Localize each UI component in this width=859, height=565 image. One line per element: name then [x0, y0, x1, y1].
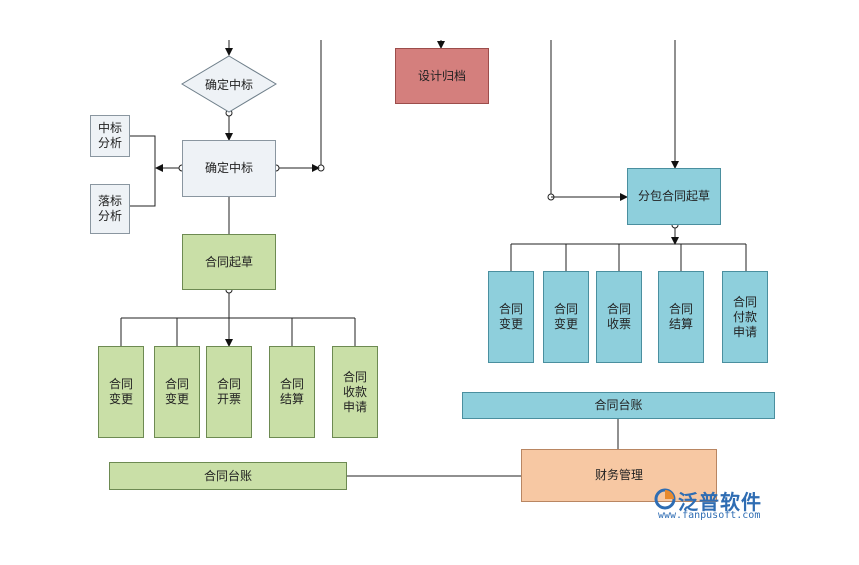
decision-label: 确定中标 — [204, 77, 253, 92]
left-child-3: 合同 开票 — [206, 346, 252, 438]
brand-watermark: 泛普软件 www.fanpusoft.com — [654, 486, 784, 526]
right-child-2: 合同 变更 — [543, 271, 589, 363]
right-child-3: 合同 收票 — [596, 271, 642, 363]
left-child-1: 合同 变更 — [98, 346, 144, 438]
bracket-analysis — [130, 135, 156, 207]
left-child-2: 合同 变更 — [154, 346, 200, 438]
confirm-bid-box: 确定中标 — [182, 140, 276, 197]
contract-draft-box: 合同起草 — [182, 234, 276, 290]
design-archive-box: 设计归档 — [395, 48, 489, 104]
left-child-5: 合同 收款 申请 — [332, 346, 378, 438]
brand-name: 泛普软件 — [678, 490, 762, 514]
finance-management-box: 财务管理 — [521, 449, 717, 502]
right-child-5: 合同 付款 申请 — [722, 271, 768, 363]
bid-win-analysis-box: 中标 分析 — [90, 115, 130, 157]
brand-logo-icon — [654, 488, 676, 510]
subcontract-draft-box: 分包合同起草 — [627, 168, 721, 225]
right-contract-ledger: 合同台账 — [462, 392, 775, 419]
brand-url: www.fanpusoft.com — [658, 510, 761, 521]
left-contract-ledger: 合同台账 — [109, 462, 347, 490]
left-child-4: 合同 结算 — [269, 346, 315, 438]
bid-lose-analysis-box: 落标 分析 — [90, 184, 130, 234]
right-child-4: 合同 结算 — [658, 271, 704, 363]
right-child-1: 合同 变更 — [488, 271, 534, 363]
decision-diamond — [181, 55, 277, 113]
